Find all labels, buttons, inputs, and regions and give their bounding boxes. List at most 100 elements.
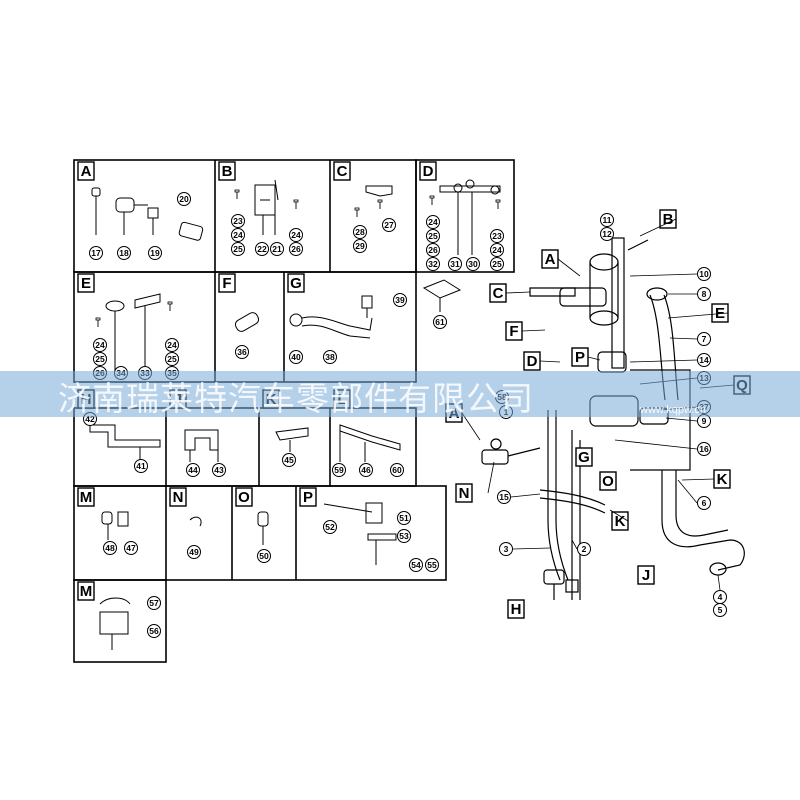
panel-part-50: 50 bbox=[257, 549, 271, 563]
part-number: 26 bbox=[291, 244, 301, 254]
panel-part-54: 54 bbox=[409, 558, 423, 572]
part-number: 9 bbox=[702, 416, 707, 426]
watermark-company: 济南瑞莱特汽车零部件有限公司 bbox=[58, 379, 534, 418]
panel-label-f: F bbox=[218, 273, 236, 293]
part-number: 44 bbox=[188, 465, 198, 475]
panel-part-55: 55 bbox=[425, 558, 439, 572]
callout-letter: A bbox=[81, 163, 92, 180]
panel-part-22: 22 bbox=[255, 242, 269, 256]
assembly-callout-k: K bbox=[713, 469, 731, 489]
panel-part-52: 52 bbox=[323, 520, 337, 534]
panel-part-36: 36 bbox=[235, 345, 249, 359]
assembly-part-2: 2 bbox=[577, 542, 591, 556]
part-number: 20 bbox=[179, 194, 189, 204]
panel-sketches bbox=[89, 179, 501, 650]
part-number: 21 bbox=[272, 244, 282, 254]
panel-part-41: 41 bbox=[134, 459, 148, 473]
panel-part-20: 20 bbox=[177, 192, 191, 206]
part-number: 29 bbox=[355, 241, 365, 251]
callout-letter: O bbox=[602, 473, 614, 490]
callout-letter: D bbox=[423, 163, 434, 180]
callout-letter: K bbox=[717, 471, 728, 488]
panel-grid bbox=[73, 159, 515, 663]
part-number: 26 bbox=[428, 245, 438, 255]
panel-part-26: 26 bbox=[426, 243, 440, 257]
part-number: 52 bbox=[325, 522, 335, 532]
callout-letter: P bbox=[575, 349, 585, 366]
part-number: 25 bbox=[95, 354, 105, 364]
panel-part-24: 24 bbox=[490, 243, 504, 257]
part-number: 16 bbox=[699, 444, 709, 454]
part-number: 12 bbox=[602, 229, 612, 239]
part-number: 48 bbox=[105, 543, 115, 553]
assembly-part-3: 3 bbox=[499, 542, 513, 556]
callout-letter: B bbox=[222, 163, 233, 180]
panel-part-48: 48 bbox=[103, 541, 117, 555]
part-number: 27 bbox=[384, 220, 394, 230]
panel-part-53: 53 bbox=[397, 529, 411, 543]
assembly-callout-f: F bbox=[505, 321, 523, 341]
part-number: 10 bbox=[699, 269, 709, 279]
panel-label-c: C bbox=[333, 161, 351, 181]
assembly-part-8: 8 bbox=[697, 287, 711, 301]
callout-letter: N bbox=[459, 485, 470, 502]
part-number: 59 bbox=[334, 465, 344, 475]
part-number: 8 bbox=[702, 289, 707, 299]
part-number: 24 bbox=[492, 245, 502, 255]
panel-part-25: 25 bbox=[231, 242, 245, 256]
assembly-callout-h: H bbox=[507, 599, 525, 619]
panel-part-46: 46 bbox=[359, 463, 373, 477]
part-number: 14 bbox=[699, 355, 709, 365]
assembly-part-12: 12 bbox=[600, 227, 614, 241]
part-number: 5 bbox=[718, 605, 723, 615]
panel-label-m: M bbox=[77, 487, 95, 507]
part-number: 56 bbox=[149, 626, 159, 636]
callout-letter: O bbox=[238, 489, 250, 506]
panel-part-59: 59 bbox=[332, 463, 346, 477]
assembly-part-14: 14 bbox=[697, 353, 711, 367]
panel-part-40: 40 bbox=[289, 350, 303, 364]
panel-part-21: 21 bbox=[270, 242, 284, 256]
part-number: 4 bbox=[718, 592, 723, 602]
part-number: 39 bbox=[395, 295, 405, 305]
part-number: 57 bbox=[149, 598, 159, 608]
panel-part-23: 23 bbox=[490, 229, 504, 243]
assembly-part-11: 11 bbox=[600, 213, 614, 227]
part-number: 38 bbox=[325, 352, 335, 362]
part-number: 30 bbox=[468, 259, 478, 269]
part-number: 46 bbox=[361, 465, 371, 475]
assembly-part-15: 15 bbox=[497, 490, 511, 504]
callout-letter: F bbox=[222, 275, 231, 292]
panel-part-24: 24 bbox=[426, 215, 440, 229]
callout-letter: H bbox=[511, 601, 522, 618]
callout-letter: N bbox=[173, 489, 184, 506]
panel-part-19: 19 bbox=[148, 246, 162, 260]
panel-part-43: 43 bbox=[212, 463, 226, 477]
callout-letter: J bbox=[642, 567, 650, 584]
assembly-part-5: 5 bbox=[713, 603, 727, 617]
callout-letter: C bbox=[337, 163, 348, 180]
panel-part-38: 38 bbox=[323, 350, 337, 364]
panel-part-31: 31 bbox=[448, 257, 462, 271]
part-number: 53 bbox=[399, 531, 409, 541]
watermark-band bbox=[0, 371, 800, 417]
part-number: 28 bbox=[355, 227, 365, 237]
assembly-part-16: 16 bbox=[697, 442, 711, 456]
panel-part-47: 47 bbox=[124, 541, 138, 555]
part-number: 25 bbox=[167, 354, 177, 364]
assembly-part-9: 9 bbox=[697, 414, 711, 428]
panel-label-a: A bbox=[77, 161, 95, 181]
assembly-part-4: 4 bbox=[713, 590, 727, 604]
part-number: 54 bbox=[411, 560, 421, 570]
callout-letter: B bbox=[663, 211, 674, 228]
part-number: 23 bbox=[233, 216, 243, 226]
assembly-callout-n: N bbox=[455, 483, 473, 503]
part-number: 55 bbox=[427, 560, 437, 570]
part-number: 25 bbox=[492, 259, 502, 269]
part-number: 45 bbox=[284, 455, 294, 465]
assembly-callout-j: J bbox=[637, 565, 655, 585]
panel-part-24: 24 bbox=[165, 338, 179, 352]
panel-label-m: M bbox=[77, 581, 95, 601]
part-number: 24 bbox=[233, 230, 243, 240]
callout-letter: K bbox=[615, 513, 626, 530]
